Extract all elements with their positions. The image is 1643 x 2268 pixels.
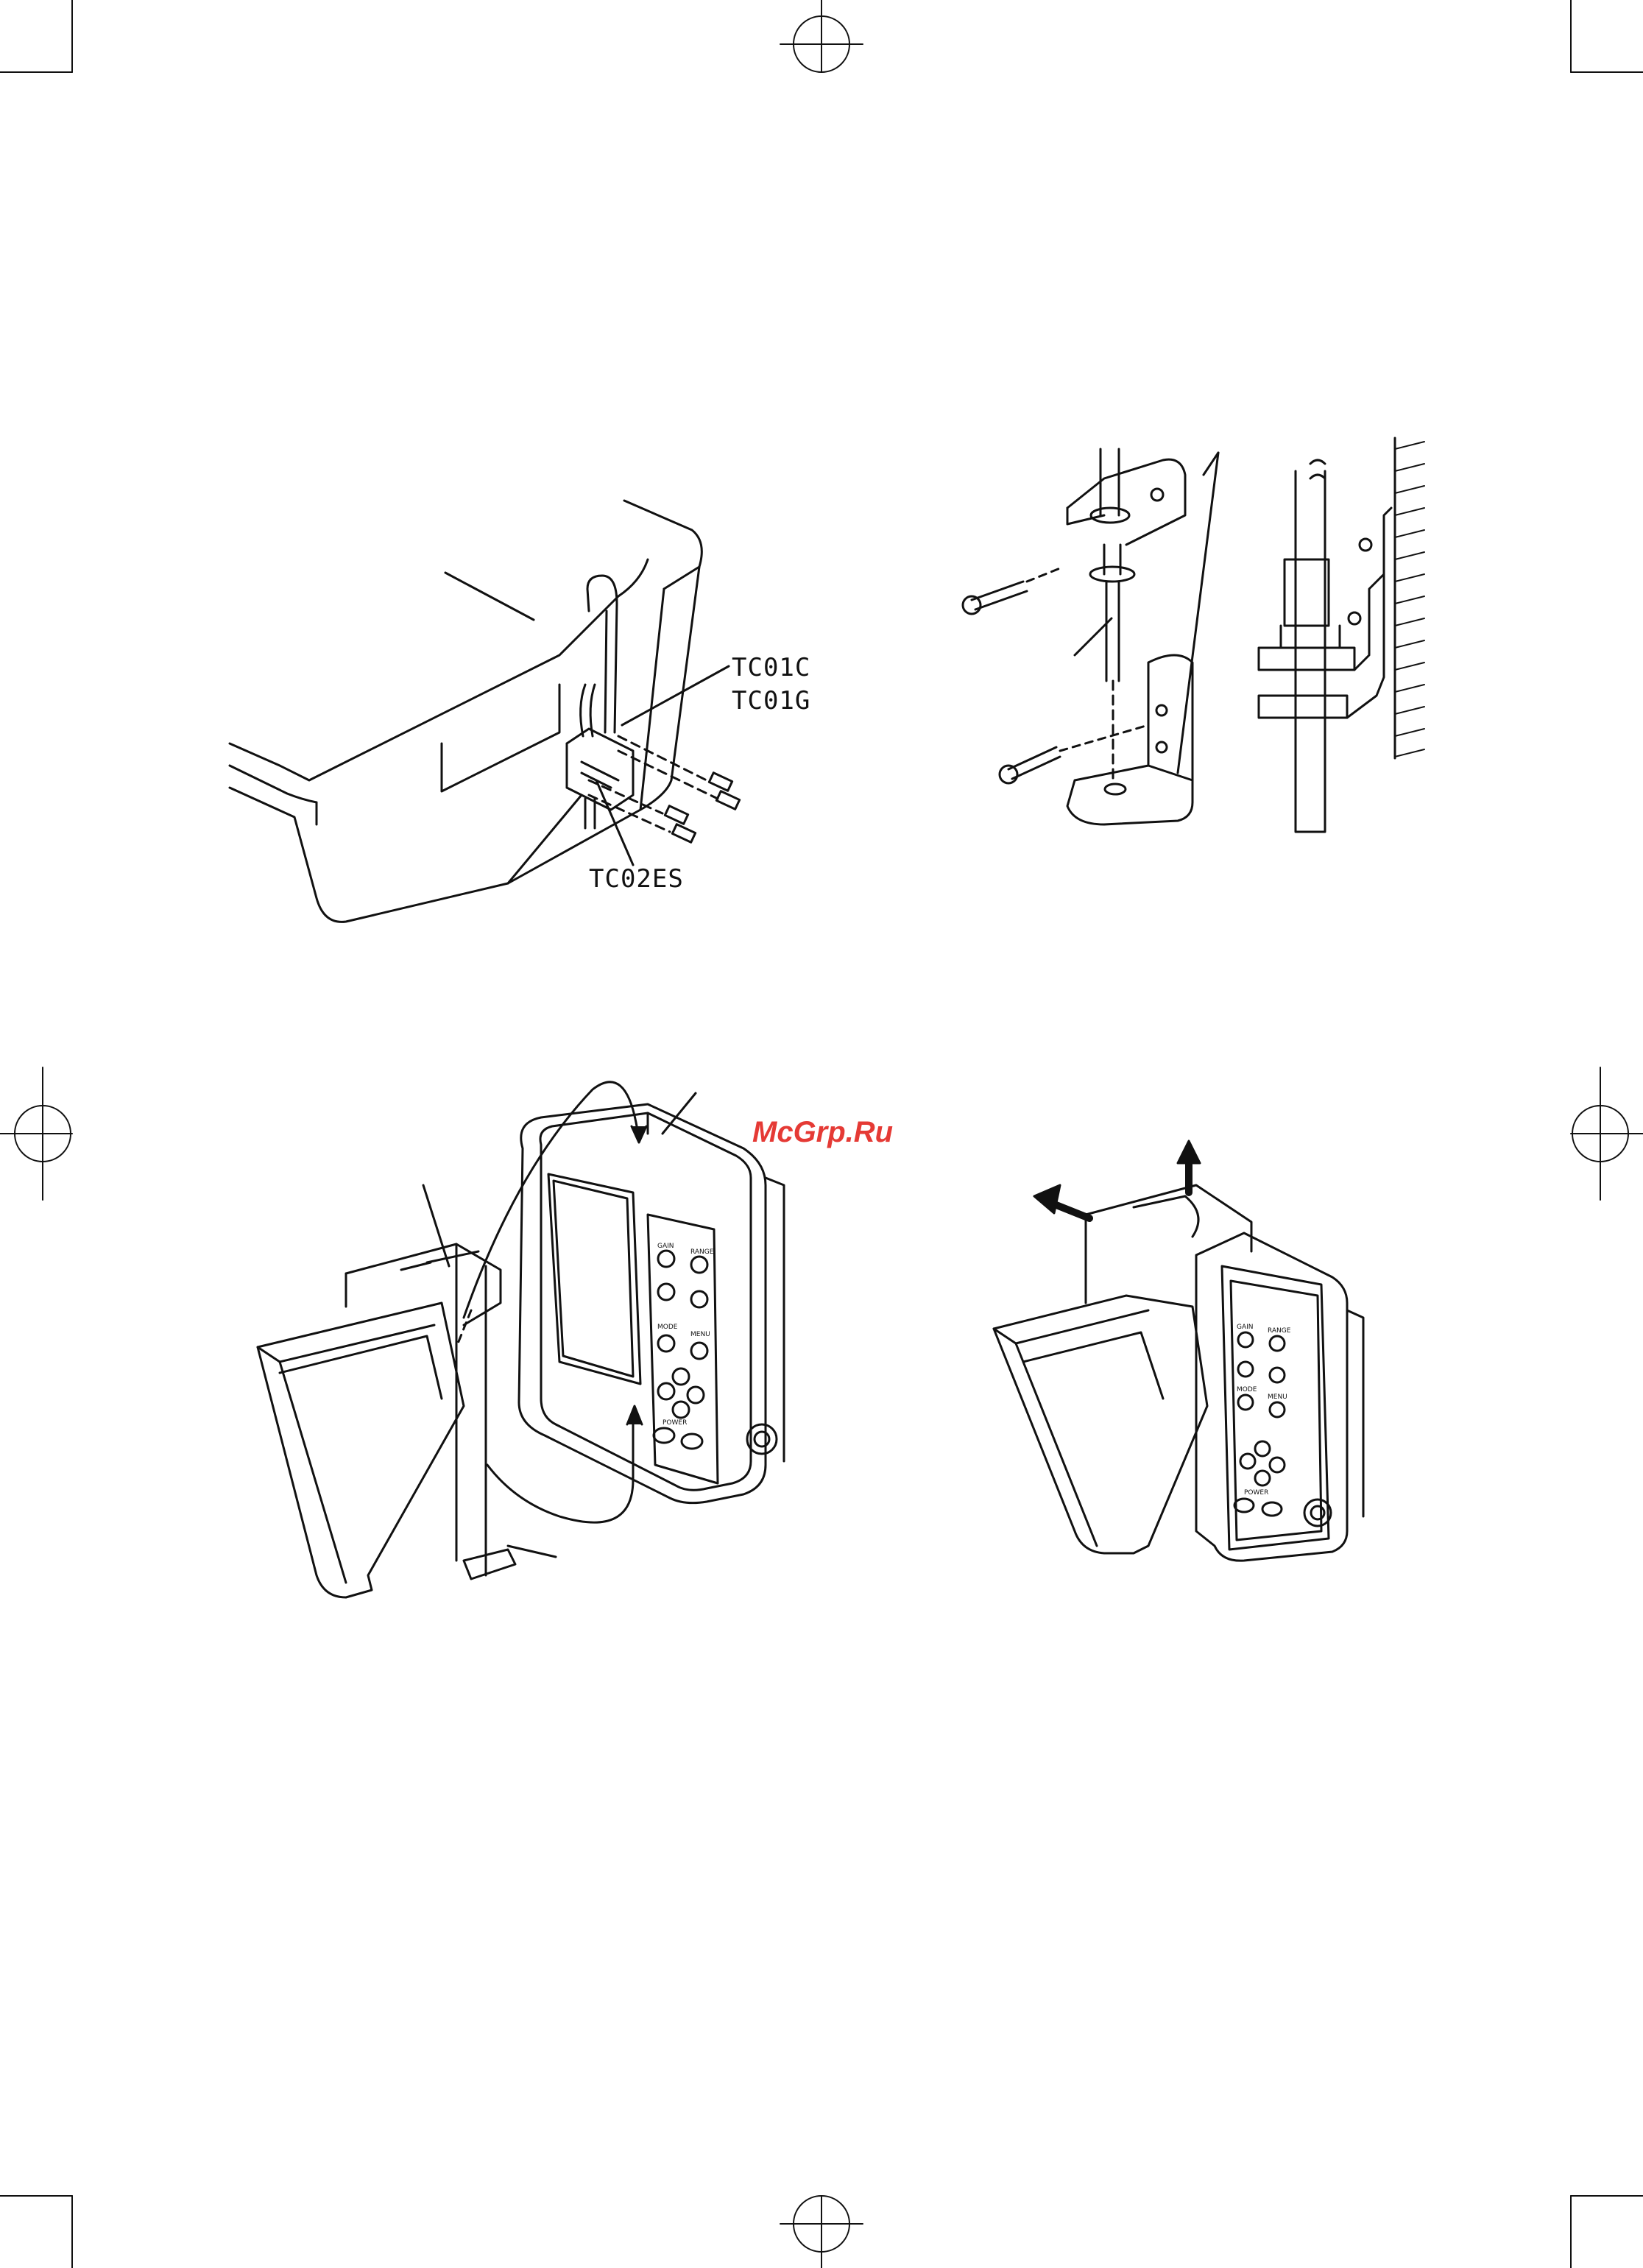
svg-text:MODE: MODE [1237, 1386, 1257, 1393]
svg-text:GAIN: GAIN [657, 1243, 674, 1250]
svg-text:RANGE: RANGE [690, 1248, 714, 1256]
label-tc01c: TC01C [732, 655, 810, 680]
label-tc01g: TC01G [732, 688, 810, 713]
bracket-mount-figure [963, 438, 1424, 832]
display-install-figure: GAIN RANGE MODE MENU POWER [258, 1082, 784, 1597]
svg-text:RANGE: RANGE [1268, 1327, 1291, 1335]
svg-text:GAIN: GAIN [1237, 1324, 1254, 1331]
svg-text:MENU: MENU [690, 1331, 710, 1338]
watermark-text: McGrp.Ru [752, 1117, 893, 1147]
transom-mount-figure [230, 501, 740, 922]
display-fitted-figure: GAIN RANGE MODE MENU POWER [994, 1141, 1363, 1561]
svg-text:POWER: POWER [662, 1419, 687, 1427]
svg-text:MENU: MENU [1268, 1393, 1287, 1401]
label-tc02es: TC02ES [589, 866, 684, 891]
svg-text:MODE: MODE [657, 1324, 678, 1331]
svg-text:POWER: POWER [1244, 1489, 1268, 1497]
